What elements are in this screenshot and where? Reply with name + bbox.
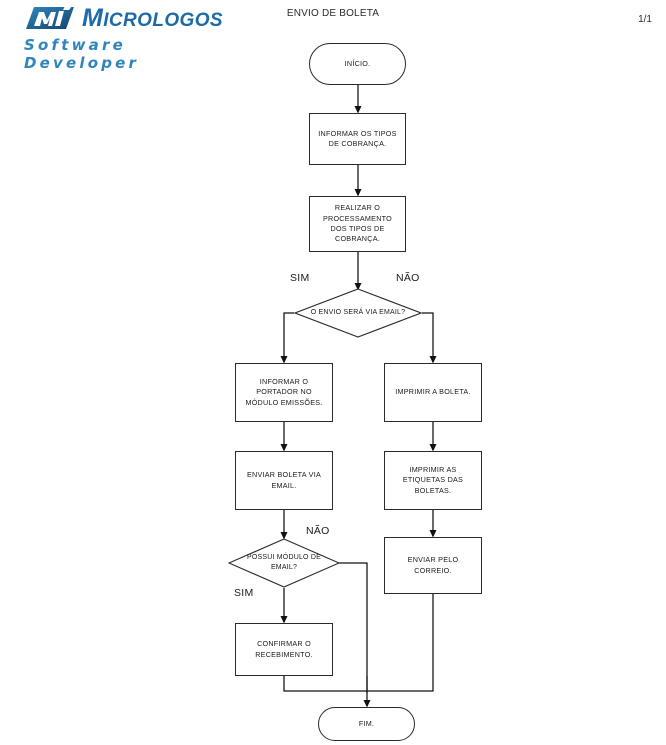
diamond-shape-icon xyxy=(294,288,422,338)
logo-wordmark: MICROLOGOS xyxy=(82,4,223,33)
node-correio-label: ENVIAR PELO CORREIO. xyxy=(407,555,459,575)
edge-decision-nao-to-imprimir xyxy=(422,312,437,364)
edge-confirmar-to-fim xyxy=(283,676,367,692)
edge-label-sim-envio-email: SIM xyxy=(290,272,310,284)
node-decision-envio-email-label: O ENVIO SERÁ VIA EMAIL? xyxy=(310,308,406,316)
node-portador-label: INFORMAR O PORTADOR NO MÓDULO EMISSÕES. xyxy=(245,376,323,407)
edge-decision-sim-to-portador xyxy=(280,312,294,364)
node-informar-label: INFORMAR OS TIPOS DE COBRANÇA. xyxy=(318,128,397,148)
node-imprimir-label: IMPRIMIR A BOLETA. xyxy=(395,387,471,397)
edge-label-nao-envio-email: NÃO xyxy=(396,272,420,284)
logo-tagline: Software Developer xyxy=(24,36,140,72)
node-end-label: FIM. xyxy=(358,718,375,728)
page-title: ENVIO DE BOLETA xyxy=(286,8,380,19)
logo-brand-rest: ICROLOGOS xyxy=(103,10,223,31)
node-decision-possui-label: POSSUI MÓDULO DE EMAIL? xyxy=(246,553,321,571)
node-informar-tipos-cobranca[interactable]: INFORMAR OS TIPOS DE COBRANÇA. xyxy=(309,113,406,165)
node-end[interactable]: FIM. xyxy=(318,707,415,741)
node-imprimir-boleta[interactable]: IMPRIMIR A BOLETA. xyxy=(384,363,482,422)
logo-brand-initial: M xyxy=(82,4,104,32)
node-confirmar-label: CONFIRMAR O RECEBIMENTO. xyxy=(255,639,313,659)
edge-label-nao-possui-modulo: NÃO xyxy=(306,525,330,537)
node-enviar-pelo-correio[interactable]: ENVIAR PELO CORREIO. xyxy=(384,537,482,594)
edge-label-sim-possui-modulo: SIM xyxy=(234,587,254,599)
node-confirmar-recebimento[interactable]: CONFIRMAR O RECEBIMENTO. xyxy=(235,623,333,676)
node-enviar-email-label: ENVIAR BOLETA VIA EMAIL. xyxy=(246,470,322,490)
edge-correio-to-fim xyxy=(367,594,434,692)
node-decision-envio-email[interactable]: O ENVIO SERÁ VIA EMAIL? xyxy=(294,288,422,338)
node-imprimir-etiquetas[interactable]: IMPRIMIR AS ETIQUETAS DAS BOLETAS. xyxy=(384,451,482,510)
logo-mark-icon xyxy=(26,6,74,29)
node-realizar-processamento[interactable]: REALIZAR O PROCESSAMENTO DOS TIPOS DE CO… xyxy=(309,196,406,252)
node-start[interactable]: INÍCIO. xyxy=(309,43,406,85)
micrologos-logo: MICROLOGOS Software Developer xyxy=(8,2,248,72)
node-etiquetas-label: IMPRIMIR AS ETIQUETAS DAS BOLETAS. xyxy=(402,464,464,495)
node-enviar-boleta-email[interactable]: ENVIAR BOLETA VIA EMAIL. xyxy=(235,451,333,510)
node-start-label: INÍCIO. xyxy=(344,58,371,68)
page-number: 1/1 xyxy=(638,14,652,25)
diamond-shape-icon xyxy=(228,538,340,588)
node-realizar-label: REALIZAR O PROCESSAMENTO DOS TIPOS DE CO… xyxy=(322,203,392,244)
edge-possui-nao-to-fim xyxy=(330,562,368,693)
node-decision-possui-modulo-email[interactable]: POSSUI MÓDULO DE EMAIL? xyxy=(228,538,340,588)
node-informar-portador[interactable]: INFORMAR O PORTADOR NO MÓDULO EMISSÕES. xyxy=(235,363,333,422)
